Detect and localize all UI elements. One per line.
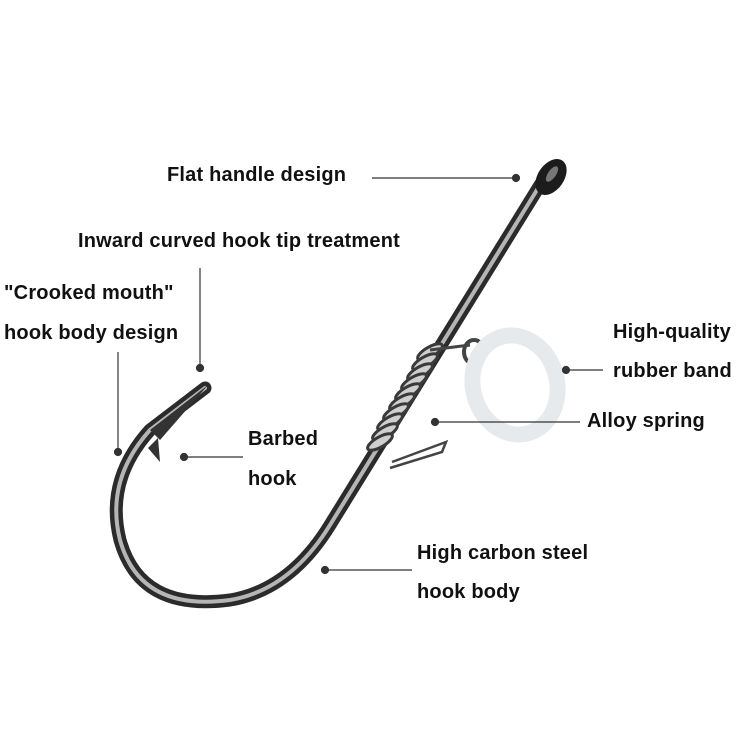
label-inward-tip: Inward curved hook tip treatment [78, 230, 401, 252]
label-steel-line2: hook body [417, 581, 520, 603]
barb [148, 438, 160, 462]
label-crooked-line2: hook body design [4, 322, 179, 344]
label-crooked-line1: "Crooked mouth" [4, 282, 174, 304]
alloy-spring [366, 342, 471, 470]
hook-eye [535, 158, 567, 196]
label-steel-line1: High carbon steel [417, 542, 589, 564]
hook-body [109, 178, 547, 609]
leader-lines [113, 173, 603, 575]
label-alloy-spring: Alloy spring [587, 410, 705, 432]
label-flat-handle: Flat handle design [167, 164, 347, 186]
label-barbed-line1: Barbed [248, 428, 319, 450]
label-rubber-line2: rubber band [613, 360, 732, 382]
label-rubber-line1: High-quality [613, 321, 731, 343]
rubber-band [464, 327, 566, 443]
label-barbed-line2: hook [248, 468, 297, 490]
